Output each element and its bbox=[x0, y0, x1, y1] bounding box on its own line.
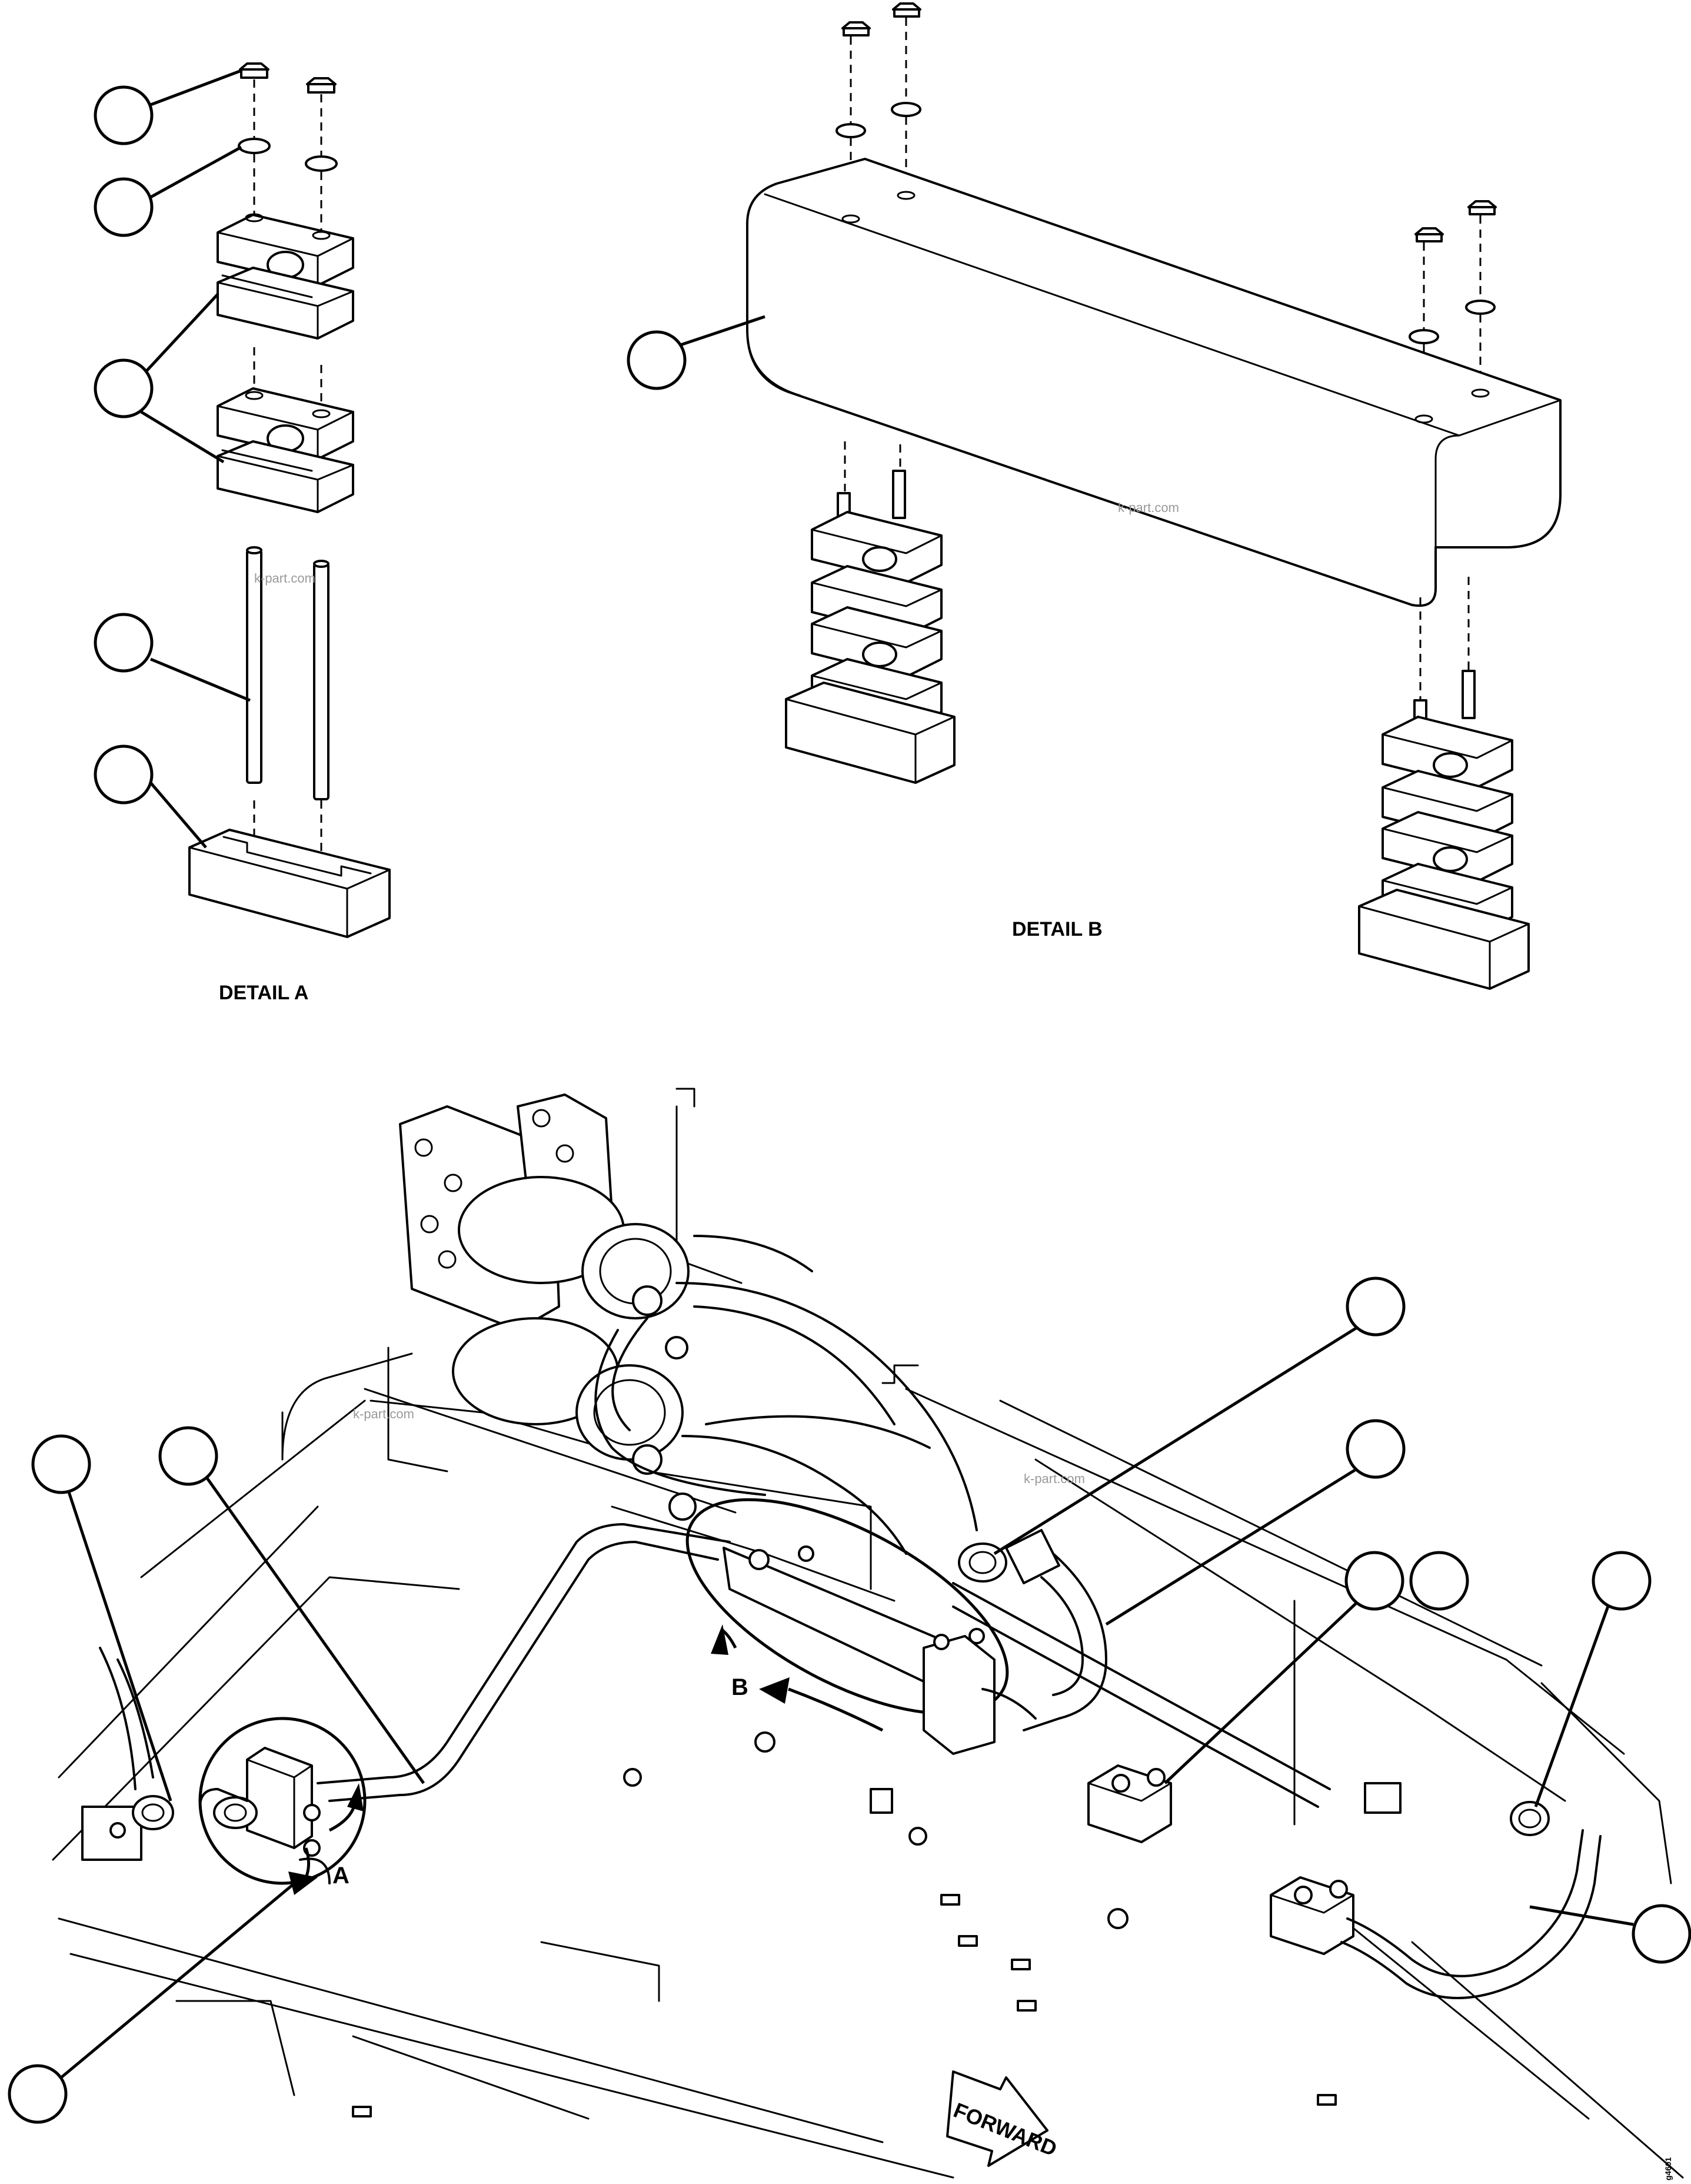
callout-main-detail-a-fitting bbox=[8, 2064, 68, 2124]
detail-b-clamp-stack-left bbox=[785, 470, 956, 784]
detail-a-channel bbox=[188, 829, 391, 938]
main-tube bbox=[317, 1523, 731, 1802]
hydraulic-motor-upper bbox=[458, 1176, 690, 1359]
callout-detail-b-cover bbox=[627, 330, 687, 390]
watermark-detail-b: k-part.com bbox=[1118, 500, 1179, 515]
detail-a-label: DETAIL A bbox=[219, 982, 308, 1004]
callout-main-hose bbox=[1346, 1419, 1406, 1479]
detail-a-washer-right bbox=[305, 155, 338, 172]
detail-a-stud-left bbox=[246, 546, 262, 784]
rail-clamp-left bbox=[1087, 1764, 1172, 1843]
callout-main-rear-hose bbox=[1632, 1904, 1691, 1964]
detail-a-stud-right bbox=[313, 560, 329, 800]
detail-a-nut-right bbox=[306, 77, 337, 94]
forward-arrow: FORWARD bbox=[946, 2070, 1060, 2167]
detail-a-clamp-upper bbox=[217, 213, 354, 340]
callout-detail-a-washer bbox=[94, 177, 154, 237]
detail-a-nut-left bbox=[239, 62, 269, 79]
main-assembly-view: B bbox=[52, 1088, 1684, 2180]
watermark-main-right: k-part.com bbox=[1024, 1471, 1085, 1486]
hydraulic-motor-lower bbox=[452, 1317, 697, 1521]
callout-main-clamp-left bbox=[1344, 1551, 1404, 1611]
detail-b-clamp-stack-right bbox=[1358, 670, 1530, 990]
callout-main-hose-fitting bbox=[1346, 1277, 1406, 1337]
callout-detail-a-nut bbox=[94, 85, 154, 145]
hose-upper bbox=[1023, 1553, 1107, 1731]
detail-b-label: DETAIL B bbox=[1012, 918, 1103, 940]
callout-balloons bbox=[8, 69, 1691, 2124]
callout-detail-a-clamp-half bbox=[94, 358, 154, 418]
callout-main-left-fitting bbox=[31, 1434, 91, 1494]
view-ref-b: B bbox=[731, 1674, 748, 1700]
detail-b-callout-ellipse: B bbox=[685, 1498, 1037, 1755]
callout-main-clamp-right bbox=[1409, 1551, 1469, 1611]
detail-a-callout-circle: A bbox=[198, 1717, 367, 1895]
watermark-main-left: k-part.com bbox=[353, 1407, 414, 1421]
hose-fitting-upper bbox=[958, 1529, 1060, 1584]
detail-a-clamp-lower bbox=[217, 387, 354, 513]
rear-hose bbox=[1340, 1801, 1602, 1999]
detail-b-cover bbox=[746, 158, 1562, 607]
left-hose-fitting bbox=[99, 1647, 174, 1830]
detail-a: DETAIL A bbox=[188, 62, 391, 1004]
callout-detail-a-channel bbox=[94, 744, 154, 805]
detail-a-washer-left bbox=[238, 138, 271, 154]
drawing-code: g4601 bbox=[1663, 2157, 1673, 2180]
rail-clamp-right bbox=[1270, 1876, 1354, 1955]
watermark-detail-a: k-part.com bbox=[254, 571, 315, 586]
callout-main-tube bbox=[158, 1426, 218, 1486]
callout-detail-a-stud bbox=[94, 613, 154, 673]
view-ref-a: A bbox=[332, 1863, 349, 1889]
detail-b: k-part.com DETAIL B bbox=[746, 2, 1562, 990]
callout-main-elbow-fitting bbox=[1592, 1551, 1652, 1611]
